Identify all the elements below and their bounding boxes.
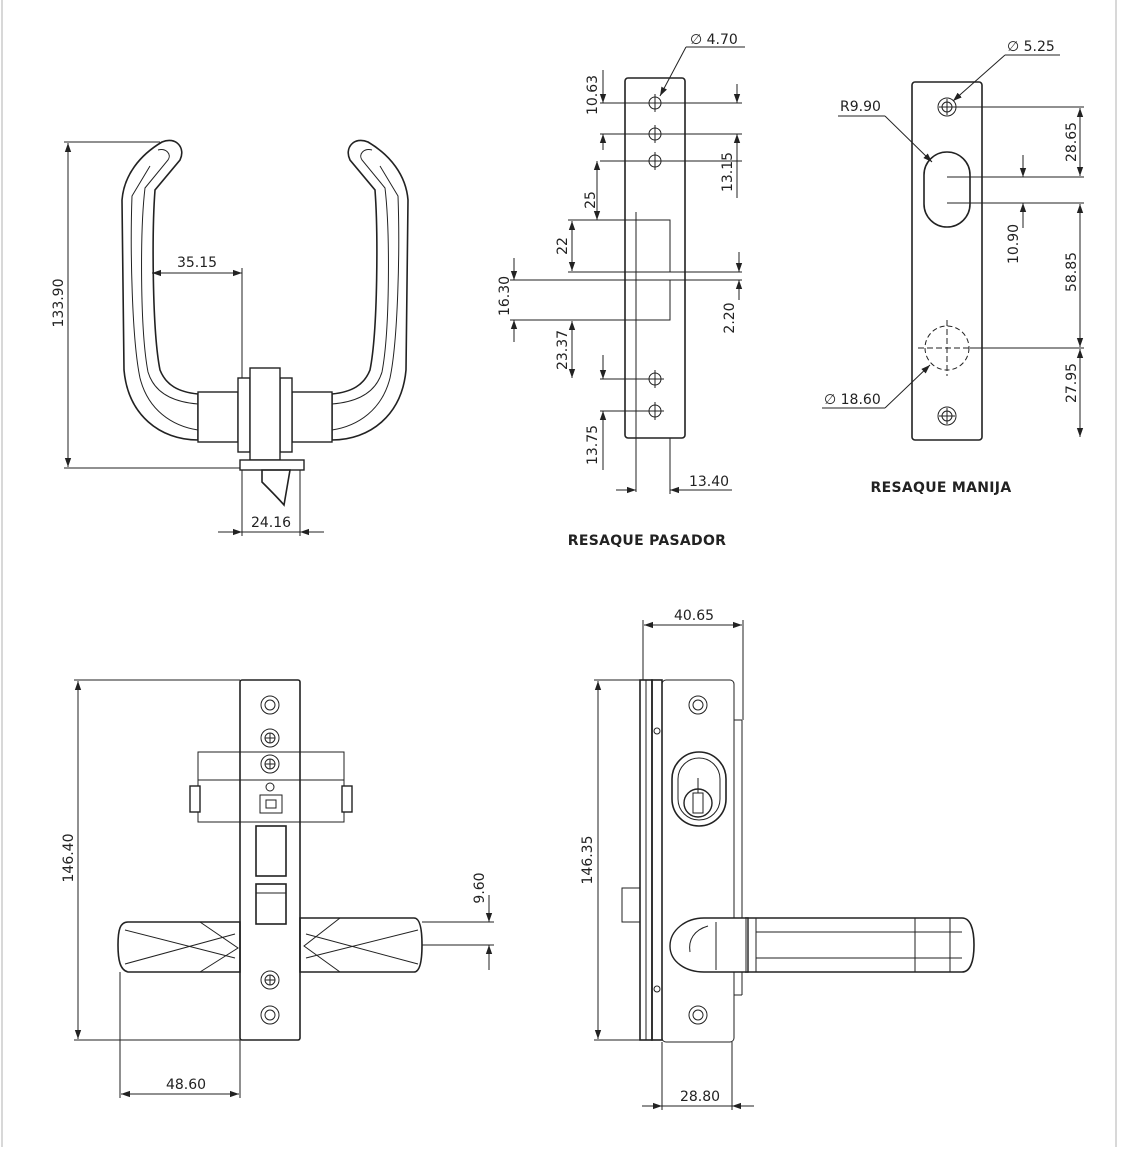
lever-handle-top-view: 133.90 35.15 24.16	[51, 139, 409, 536]
dim-pasador-13-40: 13.40	[689, 474, 729, 490]
dim-side-width: 28.80	[680, 1089, 720, 1105]
dim-front-offset: 9.60	[472, 872, 488, 903]
dim-pasador-hole-diameter: ∅ 4.70	[690, 32, 738, 48]
dim-pasador-23-37: 23.37	[555, 330, 571, 370]
dim-pasador-13-15: 13.15	[720, 152, 736, 192]
pasador-hole-2	[646, 125, 664, 143]
lock-front-view: 146.40 9.60 48.60	[61, 679, 494, 1098]
caption-resaque-pasador: RESAQUE PASADOR	[568, 533, 727, 549]
manija-hole-bottom	[937, 406, 957, 426]
dim-pasador-10-63: 10.63	[585, 75, 601, 115]
dim-pasador-25: 25	[583, 191, 599, 209]
dim-side-depth: 40.65	[674, 608, 714, 624]
front-screw-bottom	[260, 1005, 280, 1025]
front-screw-2	[260, 728, 280, 748]
dim-front-height: 146.40	[61, 834, 77, 883]
front-screw-3	[260, 754, 280, 774]
dim-front-width: 48.60	[166, 1077, 206, 1093]
side-screw-bottom	[688, 1005, 708, 1025]
lock-side-view: 146.35 40.65 28.80	[580, 608, 975, 1110]
dim-handle-reach: 35.15	[177, 255, 217, 271]
dim-pasador-16-30: 16.30	[497, 276, 513, 316]
dim-side-height: 146.35	[580, 836, 596, 885]
pasador-hole-1	[646, 94, 664, 112]
dim-latch-width: 24.16	[251, 515, 291, 531]
dim-manija-58-85: 58.85	[1064, 252, 1080, 292]
dim-manija-28-65: 28.65	[1064, 122, 1080, 162]
caption-resaque-manija: RESAQUE MANIJA	[871, 480, 1012, 496]
pasador-hole-3	[646, 152, 664, 170]
dim-pasador-2-20: 2.20	[722, 302, 738, 333]
dim-pasador-22: 22	[555, 237, 571, 255]
resaque-pasador-view: ∅ 4.70 10.63 25 22 16.30 23.37 13.75 13.…	[497, 32, 745, 549]
pasador-hole-4	[646, 370, 664, 388]
front-screw-4	[260, 970, 280, 990]
resaque-manija-view: ∅ 5.25 R9.90 ∅ 18.60 28.65 10.90 58.85 2…	[822, 39, 1084, 496]
side-screw-top	[688, 695, 708, 715]
dim-manija-10-90: 10.90	[1006, 224, 1022, 264]
dim-manija-hole-diameter: ∅ 5.25	[1007, 39, 1055, 55]
dim-manija-slot-radius: R9.90	[840, 99, 881, 115]
pasador-hole-5	[646, 402, 664, 420]
dim-manija-27-95: 27.95	[1064, 363, 1080, 403]
dim-pasador-13-75: 13.75	[585, 425, 601, 465]
dim-manija-cylinder-diameter: ∅ 18.60	[824, 392, 881, 408]
front-screw-top	[260, 695, 280, 715]
dim-handle-height: 133.90	[51, 279, 67, 328]
